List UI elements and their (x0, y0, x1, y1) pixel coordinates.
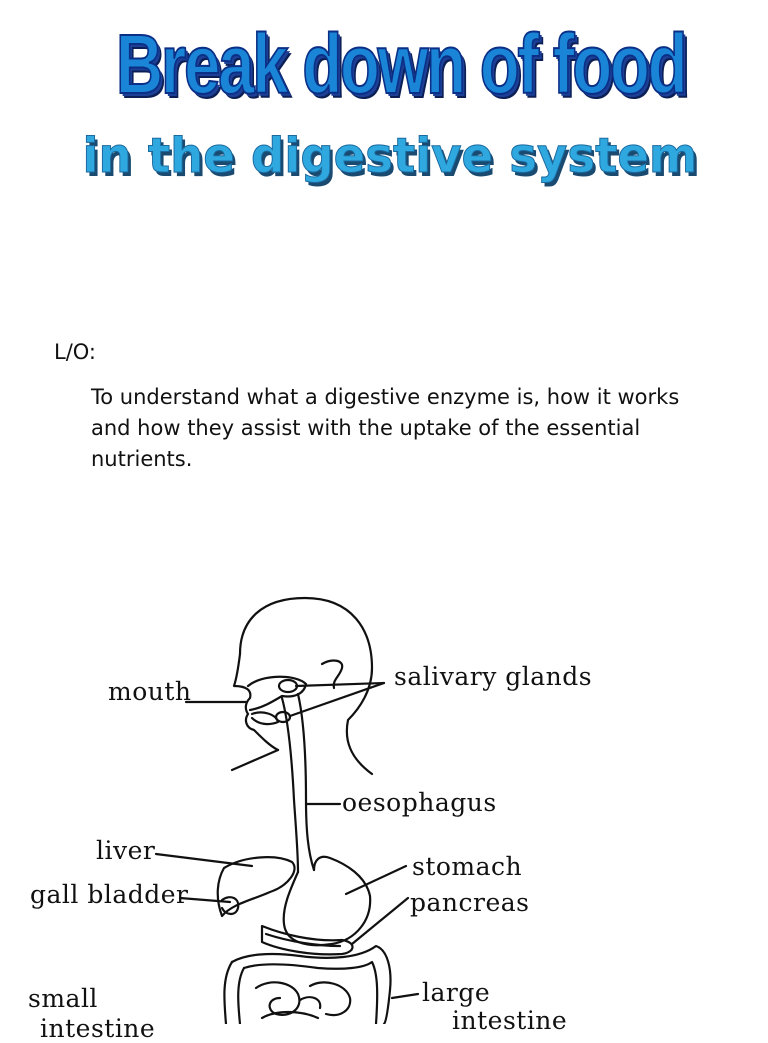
tongue (250, 711, 280, 726)
ear (320, 659, 344, 690)
pancreas-leader (350, 896, 410, 946)
page-title: Break down of food (115, 17, 688, 111)
liver-leader (154, 852, 254, 868)
salivary-leader-top (294, 681, 386, 688)
learning-objective-text: To understand what a digestive enzyme is… (91, 385, 680, 471)
label-oesophagus: oesophagus (342, 788, 497, 817)
label-large-intestine-line1: large (422, 978, 491, 1007)
salivary-leader-bottom (288, 681, 386, 718)
stomach-leader (344, 864, 408, 896)
learning-objective-label: L/O: (54, 340, 97, 364)
label-small-intestine-line2: intestine (40, 1014, 156, 1043)
label-gall-bladder: gall bladder (30, 880, 189, 909)
label-liver: liver (96, 836, 156, 865)
salivary-gland-upper (277, 678, 299, 694)
large-intestine-inner (242, 960, 379, 1024)
digestive-system-diagram: mouth salivary glands oesophagus liver g… (0, 590, 768, 1041)
label-mouth: mouth (108, 677, 192, 706)
large-intestine (230, 944, 392, 1024)
pancreas-duct (264, 932, 342, 948)
face-outline (232, 652, 280, 752)
stomach-outline (282, 855, 372, 947)
gall-bladder-outline (220, 896, 240, 916)
page-subtitle: in the digestive system (82, 128, 698, 184)
head-outline (238, 596, 374, 776)
large-intestine-leader (390, 992, 420, 1000)
label-stomach: stomach (412, 852, 523, 881)
digestive-system-drawing (154, 596, 420, 1024)
liver-outline (216, 856, 296, 918)
oesophagus-right (296, 692, 316, 872)
oesophagus-left (280, 696, 300, 874)
label-salivary-glands: salivary glands (394, 662, 593, 691)
large-intestine-left (223, 960, 234, 1024)
label-pancreas: pancreas (410, 888, 530, 917)
label-large-intestine-line2: intestine (452, 1006, 568, 1035)
large-intestine-left-inner (237, 966, 246, 1024)
gall-bladder-leader (178, 896, 232, 904)
label-small-intestine-line1: small (28, 984, 98, 1013)
chin-line (230, 748, 280, 772)
pancreas-outline (260, 924, 354, 956)
small-intestine-coils (254, 981, 352, 1020)
mouth-cavity (246, 675, 308, 712)
